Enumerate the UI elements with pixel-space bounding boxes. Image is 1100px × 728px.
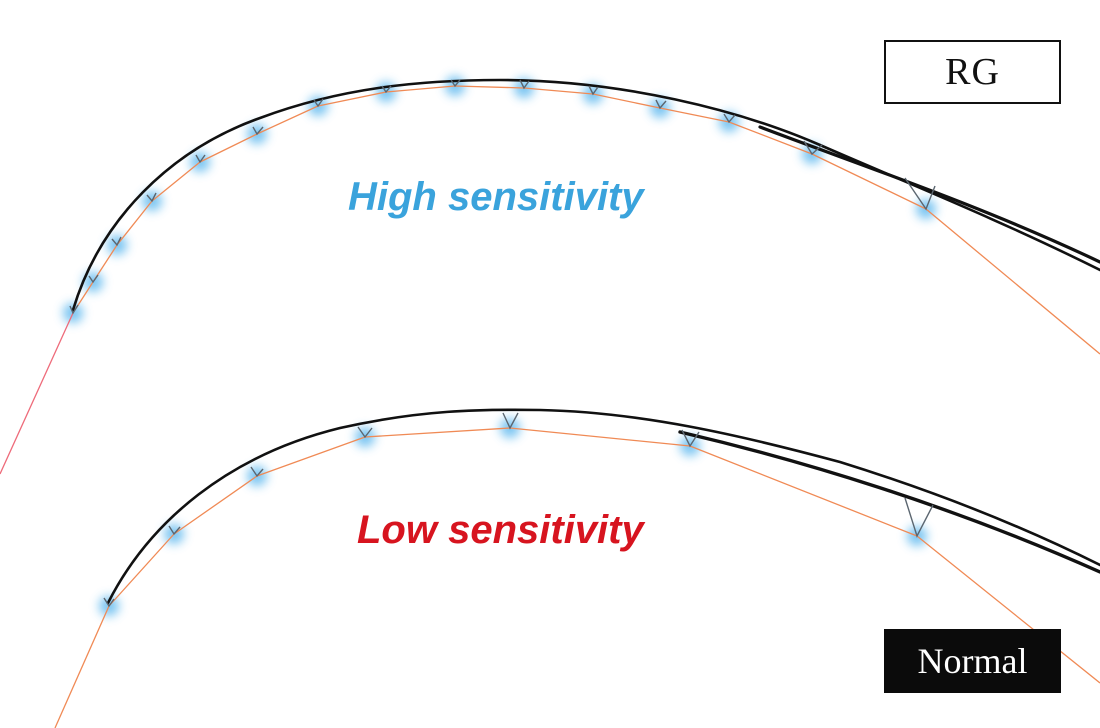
rg-fishing-line xyxy=(72,85,1100,355)
rg-guide xyxy=(313,98,324,108)
rg-guide xyxy=(655,99,667,110)
rg-guide xyxy=(588,85,599,96)
normal-rod-diagram xyxy=(54,408,1100,728)
rg-guide xyxy=(381,85,392,94)
normal-guide xyxy=(103,597,115,608)
normal-rod-blank xyxy=(106,408,1100,605)
low-sensitivity-caption: Low sensitivity xyxy=(357,508,644,552)
rg-guide xyxy=(803,140,823,156)
normal-guide xyxy=(904,497,934,538)
rg-guide xyxy=(519,79,530,90)
rg-rod-diagram xyxy=(0,76,1100,475)
normal-rod-butt xyxy=(678,430,1100,574)
rg-guide xyxy=(111,236,122,247)
rg-guide xyxy=(146,192,157,203)
rg-line-tip xyxy=(0,312,74,475)
normal-guide xyxy=(357,426,373,439)
rg-label-box: RG xyxy=(884,40,1061,104)
rg-guide xyxy=(450,79,461,88)
normal-guide xyxy=(502,412,519,430)
rg-guide xyxy=(88,274,99,284)
rg-guide xyxy=(904,177,936,211)
rg-guide xyxy=(69,304,79,315)
rg-guide xyxy=(195,154,206,164)
normal-guide xyxy=(681,429,700,448)
rg-guide xyxy=(723,113,736,124)
normal-guides xyxy=(103,412,934,608)
rg-label: RG xyxy=(945,51,1000,93)
normal-label: Normal xyxy=(917,641,1028,681)
normal-label-box: Normal xyxy=(884,629,1061,693)
rg-guide xyxy=(252,126,264,136)
rg-guides xyxy=(69,79,936,315)
normal-fishing-line xyxy=(108,427,1100,684)
normal-guide xyxy=(250,466,264,478)
rg-rod-butt xyxy=(758,125,1100,264)
high-sensitivity-caption: High sensitivity xyxy=(348,175,644,219)
normal-line-tip xyxy=(54,605,110,728)
normal-guide xyxy=(168,525,181,536)
